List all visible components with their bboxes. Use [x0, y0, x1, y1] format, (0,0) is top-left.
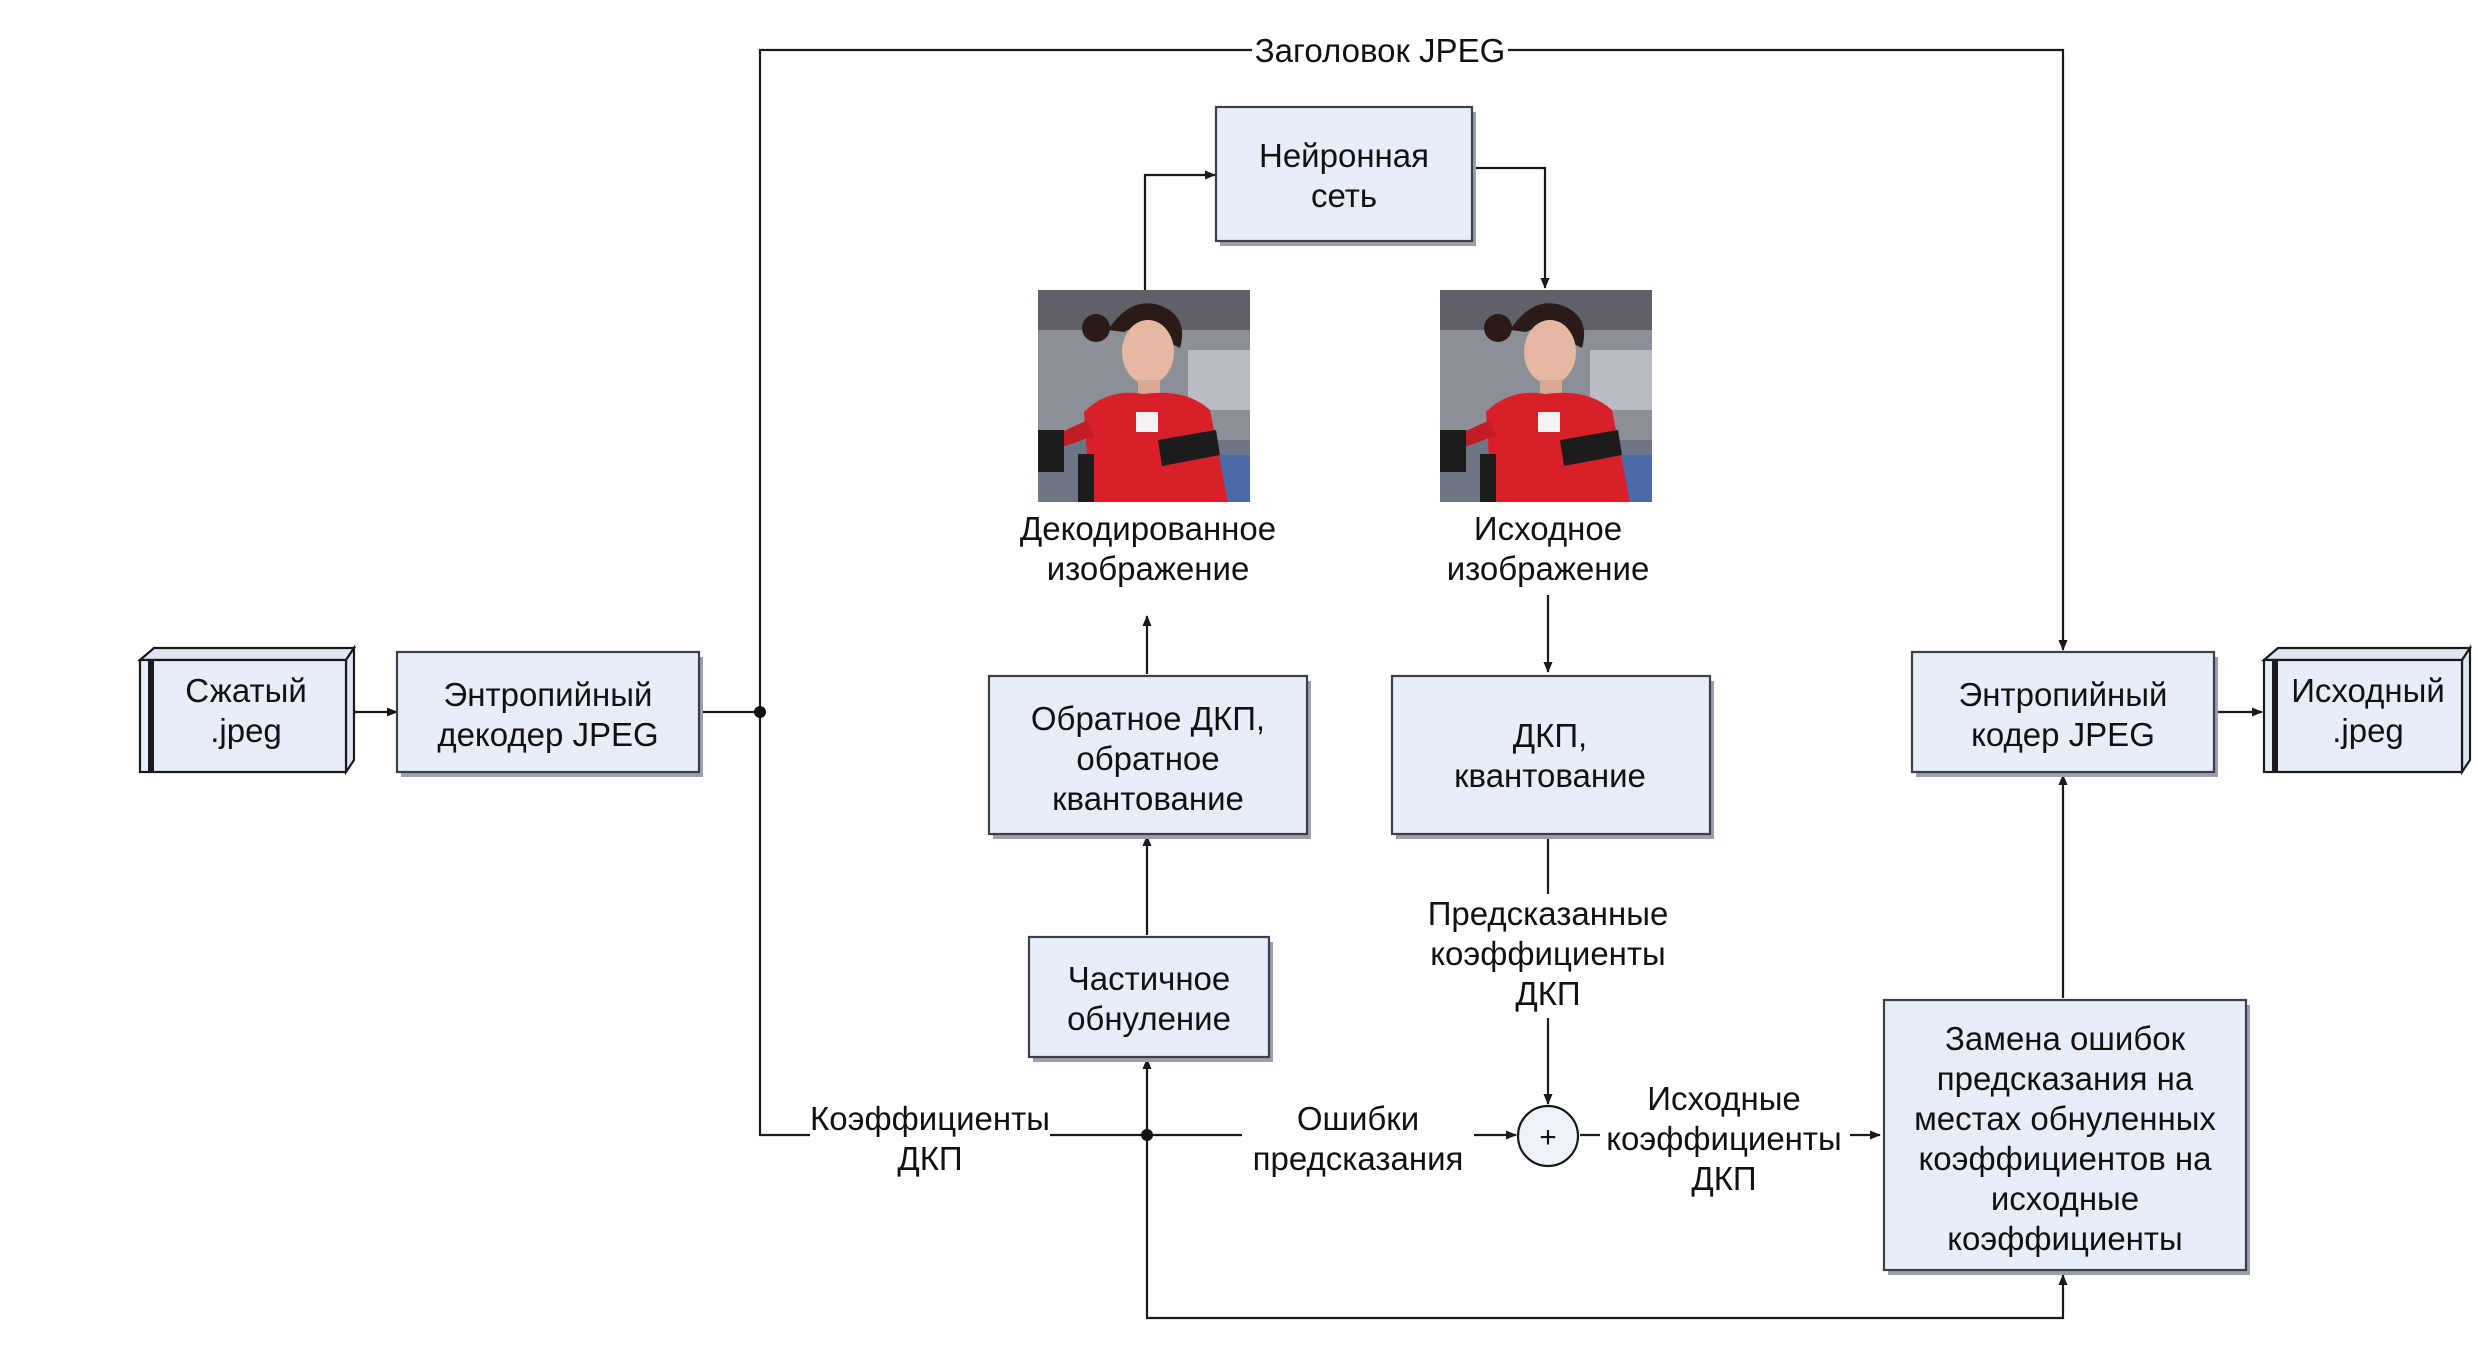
- header-jpeg-label: Заголовок JPEG: [1255, 32, 1506, 69]
- junction-dot-decoder: [754, 706, 766, 718]
- compressed-jpeg-node: Сжатый.jpeg: [137, 644, 357, 776]
- dct-quantization-label: ДКП,квантование: [1454, 717, 1646, 794]
- original-jpeg-node: Исходный.jpeg: [2261, 644, 2473, 776]
- sum-symbol: +: [1539, 1121, 1557, 1154]
- compressed-jpeg-label: Сжатый.jpeg: [185, 672, 307, 749]
- original-image: [1440, 290, 1652, 502]
- original-jpeg-label: Исходный.jpeg: [2291, 672, 2445, 749]
- decoded-image: [1038, 290, 1250, 502]
- sum-node: +: [1516, 1104, 1580, 1168]
- junction-dot-coefficients: [1141, 1129, 1153, 1141]
- dct-quantization-box: ДКП,квантование: [1390, 674, 1714, 839]
